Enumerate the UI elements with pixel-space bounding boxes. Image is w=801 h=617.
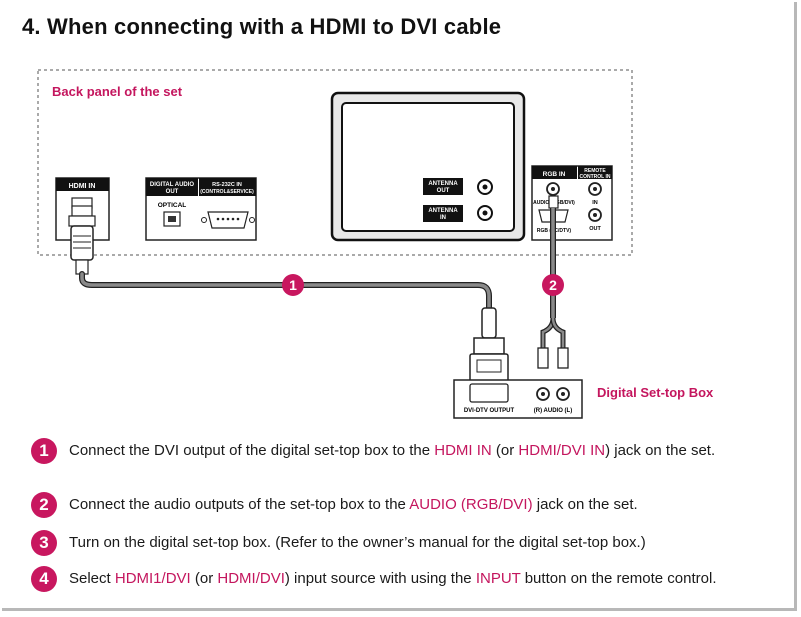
svg-text:CONTROL IN: CONTROL IN bbox=[579, 174, 610, 180]
remote-out-label: OUT bbox=[589, 226, 601, 232]
back-panel-outline bbox=[37, 69, 633, 256]
antenna-out-label: ANTENNA bbox=[428, 181, 458, 187]
step-text: Turn on the digital set-top box. (Refer … bbox=[69, 534, 646, 551]
dvi-dtv-output-label: DVI-DTV OUTPUT bbox=[464, 408, 515, 414]
svg-text:OUT: OUT bbox=[166, 189, 179, 195]
callout-2: 2 bbox=[542, 274, 564, 296]
step-number: 3 bbox=[31, 530, 57, 556]
step-text: Select HDMI1/DVI (or HDMI/DVI) input sou… bbox=[69, 570, 717, 587]
digital-audio-rs232-panel: DIGITAL AUDIO OUT RS-232C IN (CONTROL&SE… bbox=[145, 177, 257, 241]
settop-box-panel: DVI-DTV OUTPUT (R) AUDIO (L) bbox=[453, 379, 583, 419]
audio-rgb-dvi-highlight: AUDIO (RGB/DVI) bbox=[409, 496, 533, 513]
hdmi1-dvi-highlight: HDMI1/DVI bbox=[114, 570, 191, 587]
svg-text:1: 1 bbox=[289, 277, 297, 293]
step-number: 2 bbox=[31, 492, 57, 518]
rgb-in-label: RGB IN bbox=[543, 171, 566, 178]
connection-diagram: Back panel of the set HDMI IN 2 DIGITAL … bbox=[37, 69, 714, 419]
input-highlight: INPUT bbox=[475, 570, 521, 587]
remote-control-label: REMOTE bbox=[584, 168, 606, 174]
svg-text:IN: IN bbox=[440, 215, 446, 221]
step-number: 1 bbox=[31, 438, 57, 464]
rs232-label: RS-232C IN bbox=[212, 182, 242, 188]
hdmi-dvi-in-highlight: HDMI/DVI IN bbox=[518, 442, 606, 459]
optical-label: OPTICAL bbox=[158, 202, 187, 209]
antenna-in-label: ANTENNA bbox=[428, 208, 458, 214]
back-panel-label: Back panel of the set bbox=[52, 84, 183, 99]
audio-rl-label: (R) AUDIO (L) bbox=[534, 408, 572, 414]
hdmi-in-highlight: HDMI IN bbox=[434, 442, 492, 459]
callout-1: 1 bbox=[282, 274, 304, 296]
step-text: Connect the audio outputs of the set-top… bbox=[69, 496, 638, 513]
tv-rear-cover: ANTENNA OUT ANTENNA IN bbox=[330, 91, 526, 242]
rgb-in-panel: RGB IN REMOTE CONTROL IN AUDIO (RGB/DVI)… bbox=[531, 165, 613, 241]
audio-cable bbox=[537, 195, 569, 369]
digital-audio-out-label: DIGITAL AUDIO bbox=[150, 182, 195, 188]
svg-text:OUT: OUT bbox=[437, 188, 450, 194]
page-title: 4. When connecting with a HDMI to DVI ca… bbox=[22, 14, 502, 39]
remote-in-label: IN bbox=[592, 200, 598, 206]
hdmi-in-label: HDMI IN bbox=[69, 183, 96, 190]
page-frame bbox=[2, 2, 797, 611]
svg-text:2: 2 bbox=[549, 277, 557, 293]
hdmi-dvi-highlight: HDMI/DVI bbox=[217, 570, 285, 587]
svg-text:(CONTROL&SERVICE): (CONTROL&SERVICE) bbox=[200, 189, 254, 195]
step-number: 4 bbox=[31, 566, 57, 592]
settop-box-label: Digital Set-top Box bbox=[597, 385, 714, 400]
step-text: Connect the DVI output of the digital se… bbox=[69, 442, 716, 459]
